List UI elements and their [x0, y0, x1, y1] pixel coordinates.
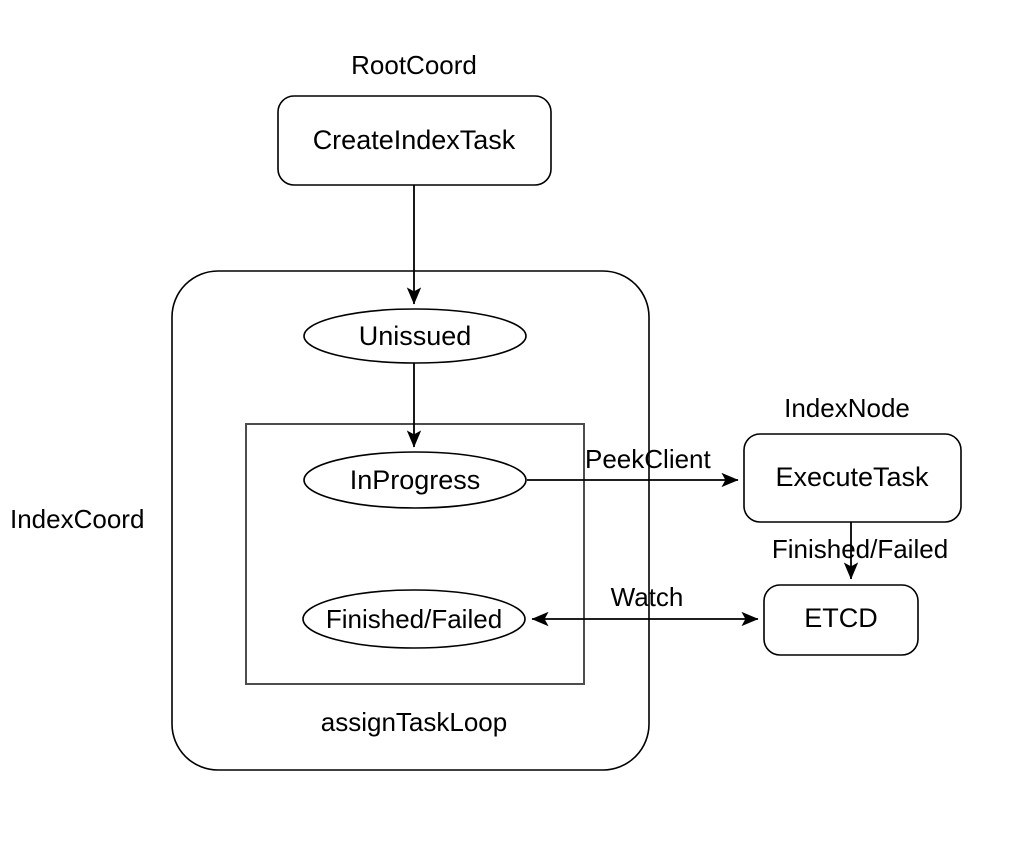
unissued-label: Unissued	[359, 321, 472, 351]
group-indexcoord: IndexCoord	[10, 270, 650, 771]
node-execute-task[interactable]: ExecuteTask	[743, 433, 962, 523]
finished-failed-label: Finished/Failed	[326, 604, 502, 634]
edge-inprogress-to-executetask: PeekClient	[527, 444, 739, 488]
etcd-label: ETCD	[804, 603, 878, 633]
edge-executetask-to-etcd: Finished/Failed	[772, 522, 948, 580]
indexcoord-container	[171, 270, 650, 771]
group-assign-task-loop: assignTaskLoop	[245, 423, 585, 737]
in-progress-label: InProgress	[350, 465, 481, 495]
node-create-index-task[interactable]: CreateIndexTask	[277, 95, 552, 186]
unissued-ellipse[interactable]	[303, 308, 527, 364]
etcd-box[interactable]	[763, 584, 919, 656]
execute-task-box[interactable]	[743, 433, 962, 523]
create-index-task-label: CreateIndexTask	[313, 125, 516, 155]
edge-label-peekclient: PeekClient	[585, 444, 712, 474]
group-label-assign-task-loop: assignTaskLoop	[321, 707, 507, 737]
node-in-progress[interactable]: InProgress	[303, 451, 527, 509]
edge-etcd-to-finishedfailed: Watch	[531, 582, 759, 627]
in-progress-ellipse[interactable]	[303, 451, 527, 509]
node-etcd[interactable]: ETCD	[763, 584, 919, 656]
execute-task-label: ExecuteTask	[775, 462, 929, 492]
assign-task-loop-container	[245, 423, 585, 685]
node-finished-failed[interactable]: Finished/Failed	[302, 589, 526, 649]
edge-label-finished-failed: Finished/Failed	[772, 534, 948, 564]
group-label-indexnode: IndexNode	[784, 393, 910, 423]
group-label-rootcoord: RootCoord	[351, 50, 477, 80]
create-index-task-box[interactable]	[277, 95, 552, 186]
finished-failed-ellipse[interactable]	[302, 589, 526, 649]
group-label-indexcoord: IndexCoord	[10, 504, 144, 534]
node-unissued[interactable]: Unissued	[303, 308, 527, 364]
edge-label-watch: Watch	[611, 582, 684, 612]
